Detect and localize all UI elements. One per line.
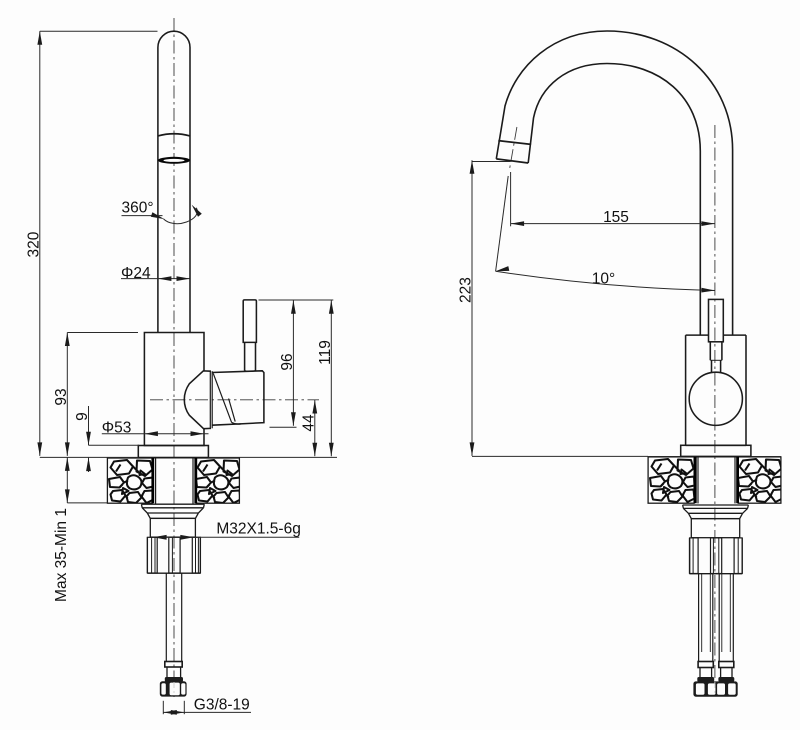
svg-text:Max 35-Min 1: Max 35-Min 1 [53,508,70,602]
svg-text:M32X1.5-6g: M32X1.5-6g [216,521,300,538]
svg-text:155: 155 [603,209,629,226]
svg-text:360°: 360° [122,200,154,217]
svg-text:223: 223 [458,277,475,303]
svg-text:93: 93 [53,388,70,405]
svg-text:Φ53: Φ53 [102,419,132,436]
svg-text:G3/8-19: G3/8-19 [194,697,250,714]
svg-text:119: 119 [317,340,334,365]
svg-text:44: 44 [300,414,317,432]
svg-text:Φ24: Φ24 [121,265,151,282]
svg-text:9: 9 [74,412,91,421]
svg-text:96: 96 [279,353,296,370]
svg-text:320: 320 [25,231,42,257]
svg-text:10°: 10° [592,270,615,287]
